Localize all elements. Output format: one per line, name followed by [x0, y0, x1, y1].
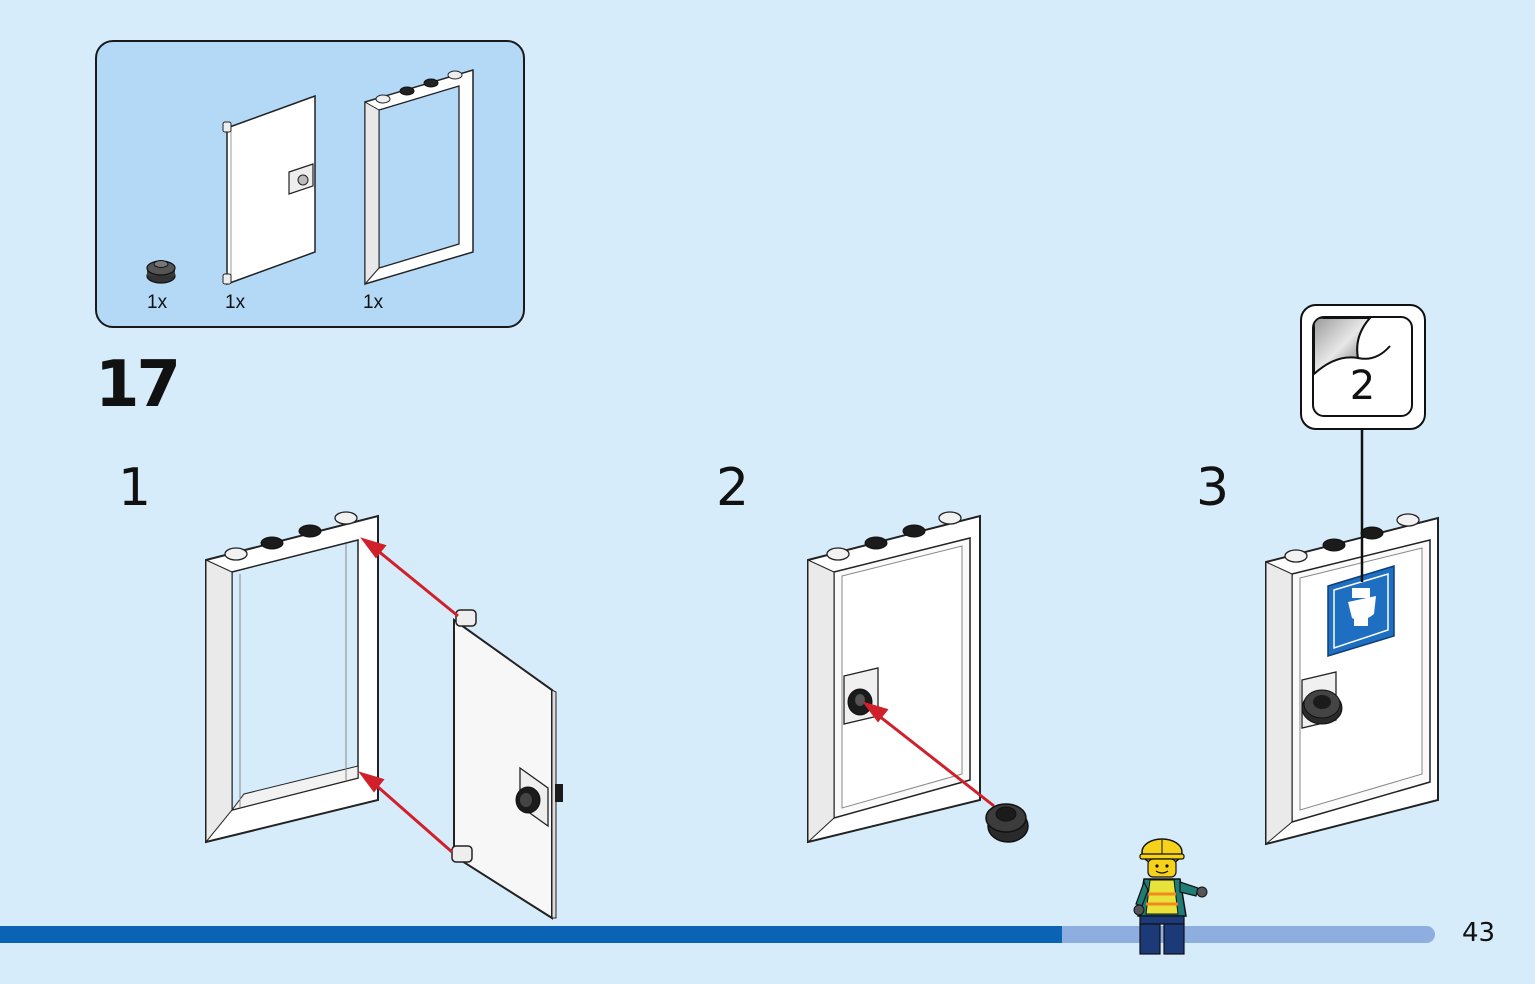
- sticker-sheet-icon: 2: [1312, 316, 1413, 417]
- round-plate-piece: [985, 803, 1029, 843]
- step-number: 17: [95, 348, 181, 422]
- substep-3-label: 3: [1196, 458, 1230, 518]
- minifigure-construction-worker: [1133, 838, 1208, 955]
- page-progress-fill: [0, 926, 1062, 943]
- page-progress-track: [0, 926, 1435, 943]
- arrow-icon: [358, 537, 459, 854]
- round-plate-icon: [146, 260, 176, 284]
- quantity-door-frame: 1x: [363, 292, 384, 313]
- door-part-icon: [222, 94, 316, 286]
- door-frame-part-icon: [364, 68, 474, 286]
- sticker-number: 2: [1349, 363, 1376, 409]
- page-number: 43: [1462, 918, 1496, 948]
- parts-list-box: 1x 1x 1x: [95, 40, 525, 328]
- quantity-door: 1x: [225, 292, 246, 313]
- quantity-plate: 1x: [147, 292, 168, 313]
- sticker-callout: 2: [1300, 304, 1426, 430]
- frame-studs: [224, 511, 358, 561]
- toilet-sign-icon: [1327, 564, 1395, 658]
- substep-1-label: 1: [118, 458, 152, 518]
- substep-2-label: 2: [716, 458, 750, 518]
